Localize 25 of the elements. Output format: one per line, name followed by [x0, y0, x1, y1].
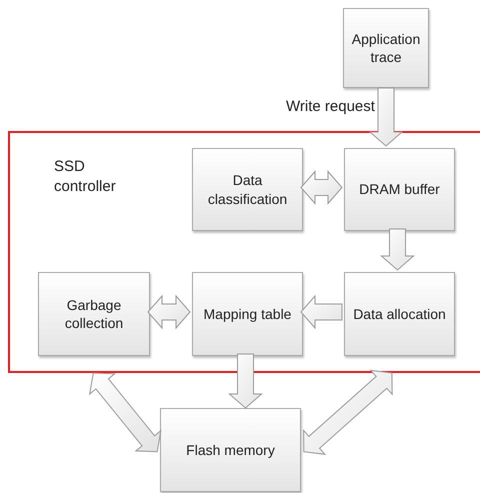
block-arrow — [88, 372, 162, 452]
process-box — [344, 148, 455, 231]
edge-label: Write request — [286, 98, 375, 115]
block-arrow — [300, 170, 343, 205]
process-box — [344, 272, 455, 356]
box-label: Data classification — [206, 171, 288, 208]
block-arrow — [228, 354, 263, 409]
process-box — [160, 408, 301, 492]
process-box — [38, 272, 150, 356]
block-arrow — [368, 88, 404, 147]
block-arrow — [147, 294, 191, 330]
block-arrow — [303, 370, 393, 455]
box-label: Garbage collection — [64, 296, 124, 332]
block-arrow — [380, 228, 415, 271]
process-box — [192, 148, 303, 231]
box-label: Mapping table — [204, 304, 292, 324]
process-box — [192, 272, 303, 356]
box-label: DRAM buffer — [359, 180, 440, 199]
process-box — [343, 8, 429, 88]
box-label: Application trace — [352, 30, 420, 66]
box-label: Flash memory — [186, 440, 275, 460]
box-label: Data allocation — [353, 304, 446, 324]
block-arrow — [300, 294, 342, 330]
frame-title: SSD controller — [54, 157, 117, 196]
controller-frame — [8, 131, 480, 373]
